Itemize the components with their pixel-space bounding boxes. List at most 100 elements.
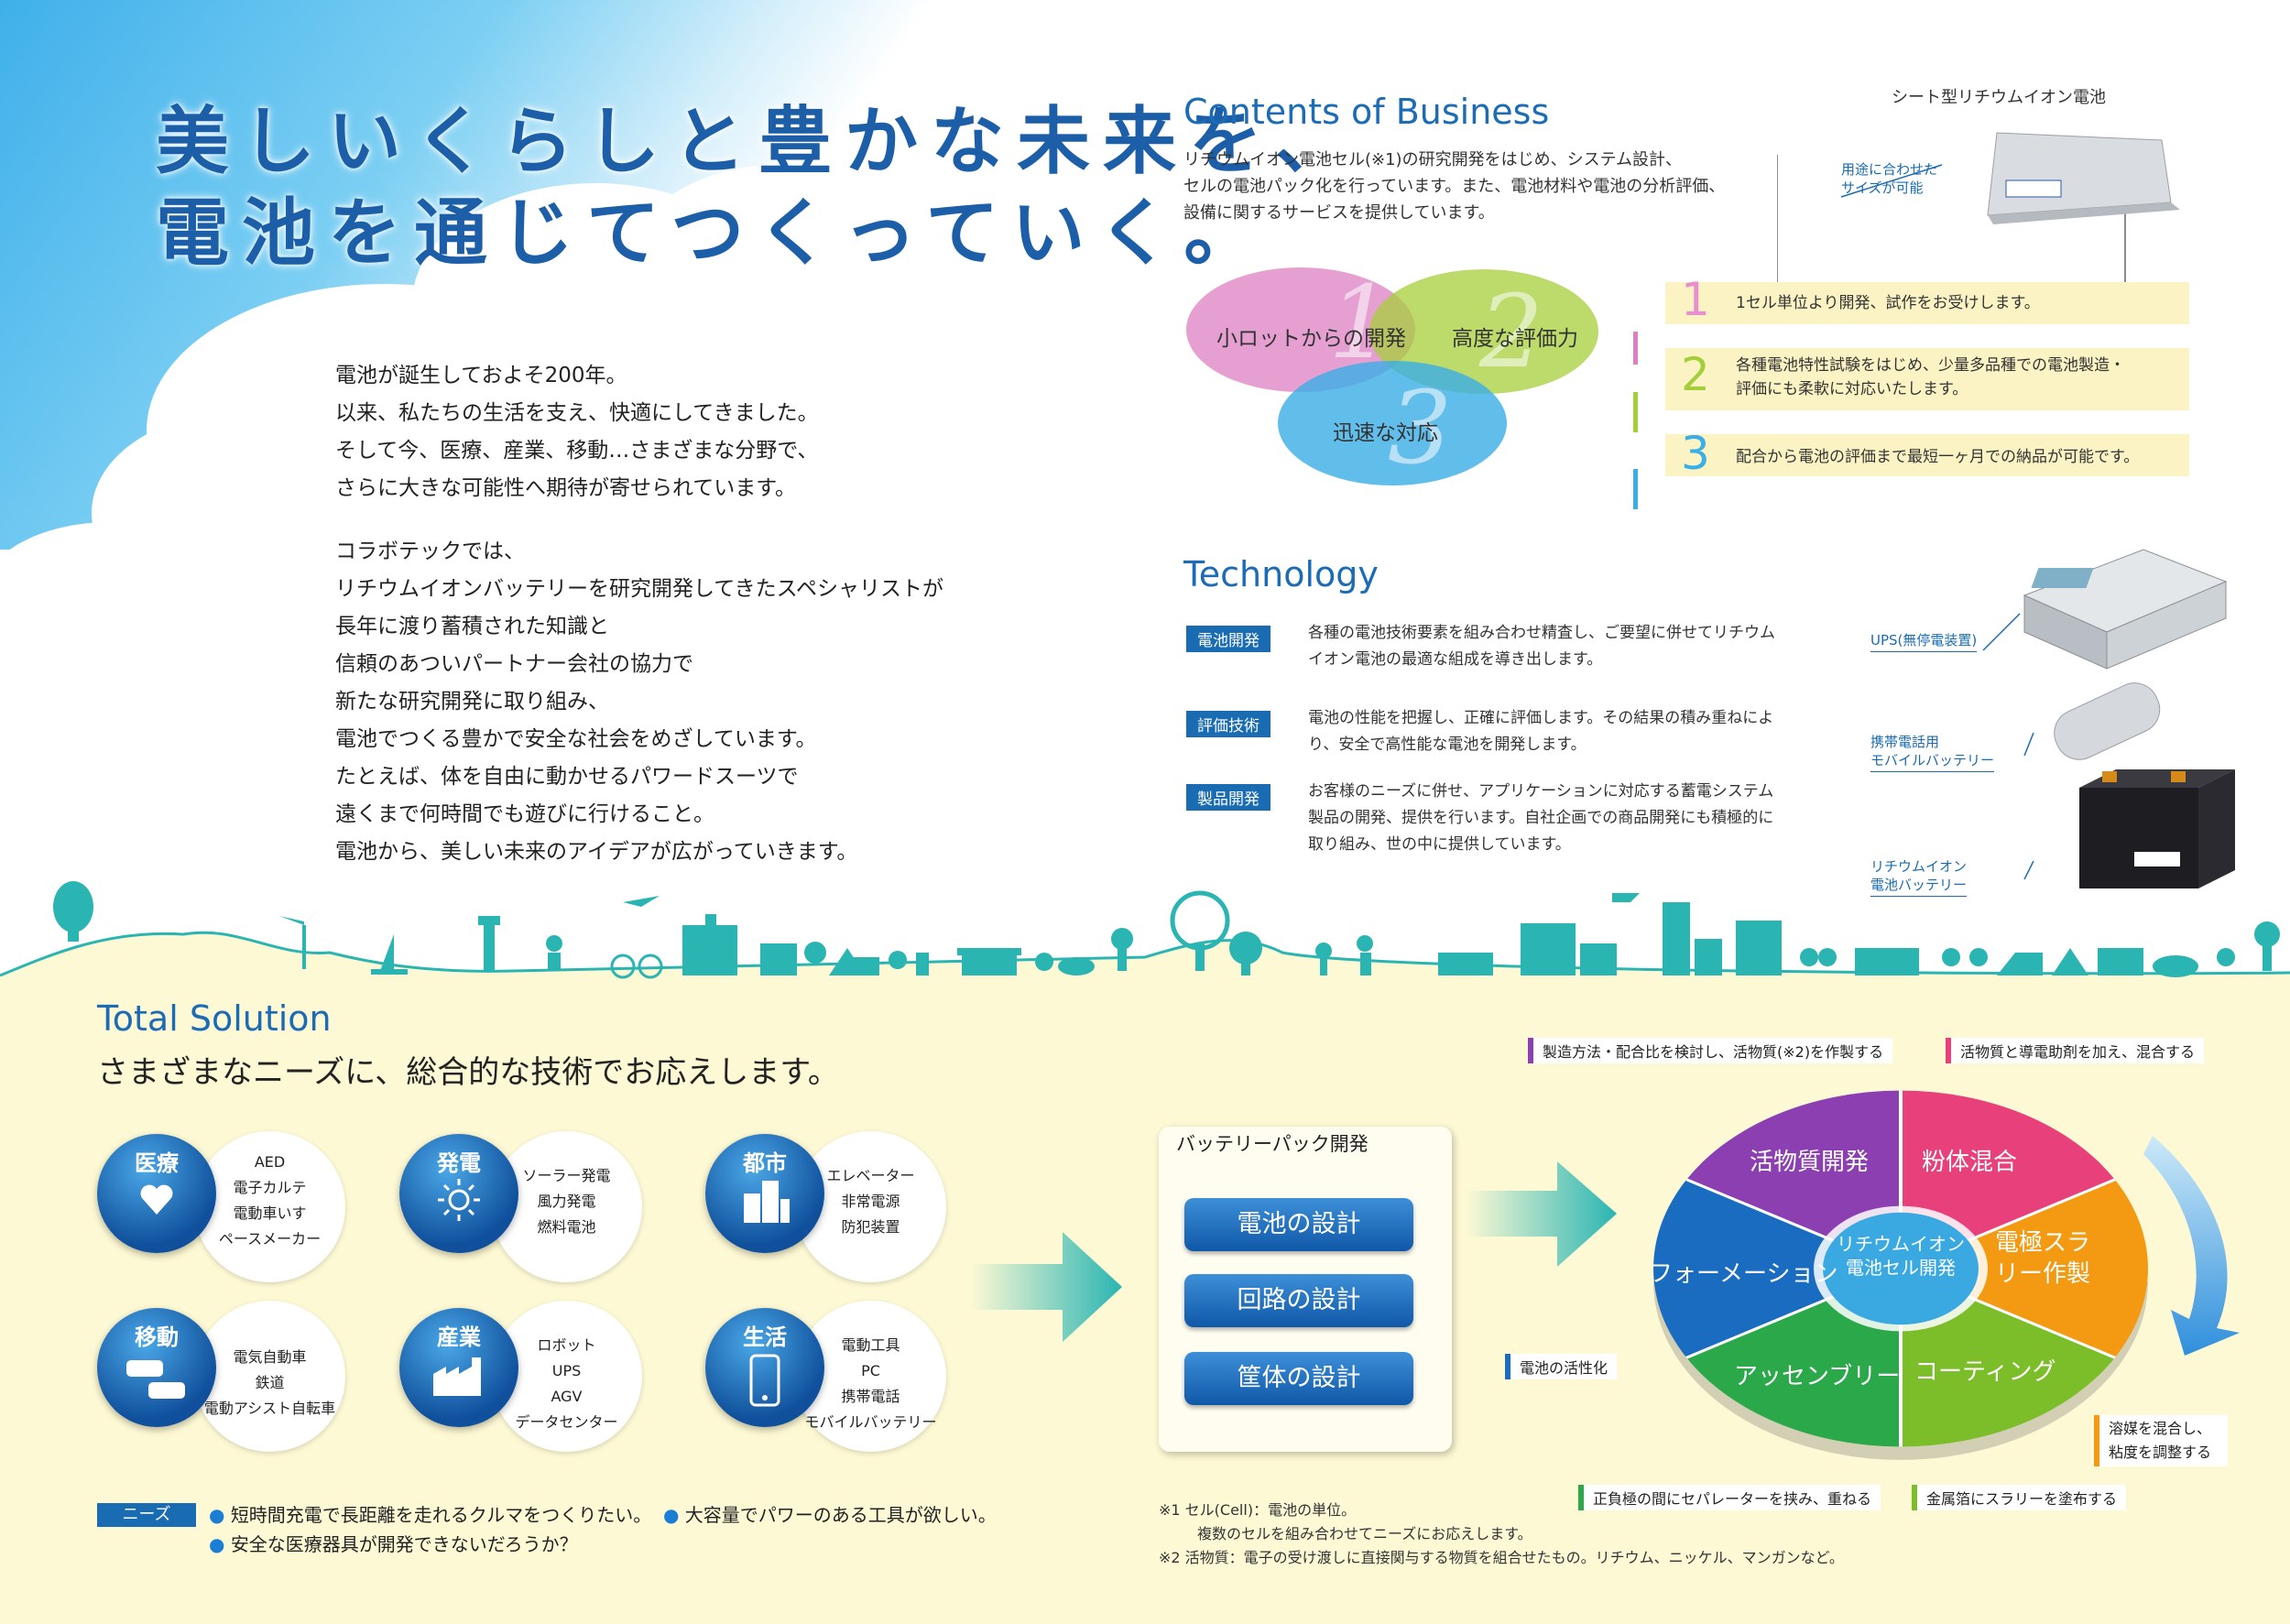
needs-row: ● 安全な医療器具が開発できないだろうか？ <box>209 1533 578 1555</box>
wheel-label-formation: フォーメーション <box>1649 1260 1838 1288</box>
sun-icon <box>438 1179 480 1221</box>
step-coating: 金属箔にスラリーを塗布する <box>1912 1485 2127 1510</box>
product-caption-ups: UPS(無停電装置) <box>1870 630 1978 652</box>
bubble-number-1: 1 <box>1328 266 1392 381</box>
strength-bubbles: 1 2 3 <box>1186 266 1598 486</box>
field-item: 電動車いす <box>233 1204 307 1222</box>
main-headline: 美しいくらしと豊かな未来を、 電池を通じてつくっていく。 <box>156 96 1361 279</box>
step-slurry: 溶媒を混合し、粘度を調整する <box>2094 1415 2228 1466</box>
story-line: リチウムイオンバッテリーを研究開発してきたスペシャリストが <box>335 577 944 601</box>
field-title-industry: 産業 <box>437 1324 481 1350</box>
field-title-life: 生活 <box>743 1324 787 1350</box>
sheet-battery-image <box>1777 132 2180 289</box>
tech-text-line: 取り組み、世の中に提供しています。 <box>1308 835 1571 854</box>
tech-text-3: お客様のニーズに併せ、アプリケーションに対応する蓄電システム 製品の開発、提供を… <box>1308 779 1773 858</box>
bubble-label-3: 迅速な対応 <box>1333 421 1438 445</box>
story-line: 電池でつくる豊かで安全な社会をめざしています。 <box>335 727 817 751</box>
buildings-icon <box>744 1181 790 1223</box>
step-assembly: 正負極の間にセパレーターを挟み、重ねる <box>1578 1485 1881 1510</box>
sheet-battery-label: シート型リチウムイオン電池 <box>1892 88 2106 107</box>
footnotes: ※1 セル(Cell)：電池の単位。 複数のセルを組み合わせてニーズにお応えしま… <box>1159 1499 1844 1570</box>
feature-text-line: 評価にも柔軟に対応いたします。 <box>1736 380 1968 398</box>
footnote-line: ※1 セル(Cell)：電池の単位。 <box>1159 1501 1357 1519</box>
product-images <box>2023 549 2235 888</box>
field-item: モバイルバッテリー <box>804 1413 937 1431</box>
accent-dash <box>1633 469 1638 509</box>
needs-list: ● 短時間充電で長距離を走れるクルマをつくりたい。 ● 大容量でパワーのある工具… <box>209 1500 997 1559</box>
field-item: エレベーター <box>826 1167 915 1184</box>
story-line: さらに大きな可能性へ期待が寄せられています。 <box>335 476 797 500</box>
field-item: AED <box>254 1153 286 1171</box>
field-item: 鉄道 <box>255 1374 285 1391</box>
sheet-battery-caption: 用途に合わせた サイズが可能 <box>1841 160 1937 199</box>
field-item: 電動工具 <box>841 1336 900 1354</box>
contents-desc-line: 設備に関するサービスを提供しています。 <box>1183 203 1495 223</box>
tech-text-1: 各種の電池技術要素を組み合わせ精査し、ご要望に併せてリチウム イオン電池の最適な… <box>1308 620 1775 673</box>
bubble-number-2: 2 <box>1478 273 1543 390</box>
tech-text-2: 電池の性能を把握し、正確に評価します。その結果の積み重ねによ り、安全で高性能な… <box>1308 705 1773 758</box>
caption-line: サイズが可能 <box>1841 180 1924 196</box>
tech-text-line: 各種の電池技術要素を組み合わせ精査し、ご要望に併せてリチウム <box>1308 624 1775 642</box>
field-list-mobility: 電気自動車 鉄道 電動アシスト自転車 <box>194 1345 345 1422</box>
field-title-city: 都市 <box>743 1150 787 1176</box>
pack-circuit-design: 回路の設計 <box>1184 1274 1413 1327</box>
tech-tag-2: 評価技術 <box>1186 711 1270 737</box>
smartphone-icon <box>749 1354 780 1407</box>
field-list-life: 電動工具 PC 携帯電話 モバイルバッテリー <box>795 1333 946 1435</box>
wheel-center-line: リチウムイオン <box>1837 1233 1965 1255</box>
footnote-line: ※2 活物質：電子の受け渡しに直接関与する物質を組合せたもの。リチウム、ニッケル… <box>1159 1549 1844 1566</box>
wheel-label-mixing: 粉体混合 <box>1922 1149 2018 1176</box>
field-item: 防犯装置 <box>841 1218 900 1236</box>
field-list-city: エレベーター 非常電源 防犯装置 <box>795 1163 946 1240</box>
feature-number-3: 3 <box>1681 427 1710 480</box>
contents-description: リチウムイオン電池セル(※1)の研究開発をはじめ、システム設計、 セルの電池パッ… <box>1183 147 1779 226</box>
factory-icon <box>433 1357 481 1396</box>
product-caption-lines <box>1982 613 2034 880</box>
caption-line: 携帯電話用 <box>1870 734 1940 750</box>
wheel-label-slurry: 電極スラリー作製 <box>1995 1229 2091 1288</box>
bubble-number-3: 3 <box>1388 369 1452 486</box>
headline-line-2: 電池を通じてつくっていく。 <box>156 191 1270 276</box>
feature-row-1 <box>1665 282 2189 324</box>
bubble-label-2: 高度な評価力 <box>1452 327 1578 351</box>
field-title-power: 発電 <box>437 1150 481 1176</box>
headline-line-1: 美しいくらしと豊かな未来を、 <box>156 99 1361 184</box>
cars-icon <box>126 1360 185 1399</box>
contents-desc-line: リチウムイオン電池セル(※1)の研究開発をはじめ、システム設計、 <box>1183 150 1683 169</box>
field-power <box>399 1134 518 1253</box>
story-line: 信頼のあついパートナー会社の協力で <box>335 652 693 676</box>
pack-cell-design: 電池の設計 <box>1184 1198 1413 1251</box>
field-item: ソーラー発電 <box>522 1167 611 1184</box>
field-list-medical: AED 電子カルテ 電動車いす ペースメーカー <box>194 1150 345 1252</box>
wheel-label-active-material: 活物質開発 <box>1750 1149 1870 1176</box>
total-solution-title: Total Solution <box>97 998 332 1039</box>
tech-text-line: り、安全で高性能な電池を開発します。 <box>1308 736 1587 754</box>
bubble-label-1: 小ロットからの開発 <box>1216 327 1406 351</box>
needs-label: ニーズ <box>97 1503 196 1527</box>
contents-title: Contents of Business <box>1183 92 1550 132</box>
field-list-bg <box>194 1301 345 1452</box>
tech-text-line: お客様のニーズに併せ、アプリケーションに対応する蓄電システム <box>1308 782 1774 801</box>
field-item: AGV <box>551 1388 583 1405</box>
field-item: 非常電源 <box>841 1193 900 1210</box>
field-item: 燃料電池 <box>537 1218 596 1236</box>
need-item: 安全な医療器具が開発できないだろうか？ <box>230 1533 578 1555</box>
step-formation: 電池の活性化 <box>1505 1354 1618 1379</box>
feature-text-1: 1セル単位より開発、試作をお受けします。 <box>1736 294 2040 312</box>
story-line: たとえば、体を自由に動かせるパワードスーツで <box>335 765 799 789</box>
story-line: 遠くまで何時間でも遊びに行けること。 <box>335 802 714 826</box>
field-item: 携帯電話 <box>841 1388 900 1405</box>
field-item: PC <box>861 1362 880 1379</box>
field-item: 電気自動車 <box>233 1348 307 1366</box>
feature-text-2: 各種電池特性試験をはじめ、少量多品種での電池製造・ 評価にも柔軟に対応いたします… <box>1736 354 2125 401</box>
story-line: コラボテックでは、 <box>335 540 525 563</box>
field-item: 電子カルテ <box>233 1179 307 1196</box>
need-item: 短時間充電で長距離を走れるクルマをつくりたい。 <box>230 1504 652 1526</box>
intro-story: 電池が誕生しておよそ200年。 以来、私たちの生活を支え、快適にしてきました。 … <box>335 357 1013 871</box>
tech-text-line: イオン電池の最適な組成を導き出します。 <box>1308 650 1603 669</box>
wheel-label-coating: コーティング <box>1914 1358 2056 1386</box>
product-caption-li-battery: リチウムイオン 電池バッテリー <box>1870 857 1968 897</box>
tech-text-line: 製品の開発、提供を行います。自社企画での商品開発にも積極的に <box>1308 809 1774 827</box>
field-title-medical: 医療 <box>135 1150 179 1176</box>
technology-title: Technology <box>1183 554 1379 594</box>
